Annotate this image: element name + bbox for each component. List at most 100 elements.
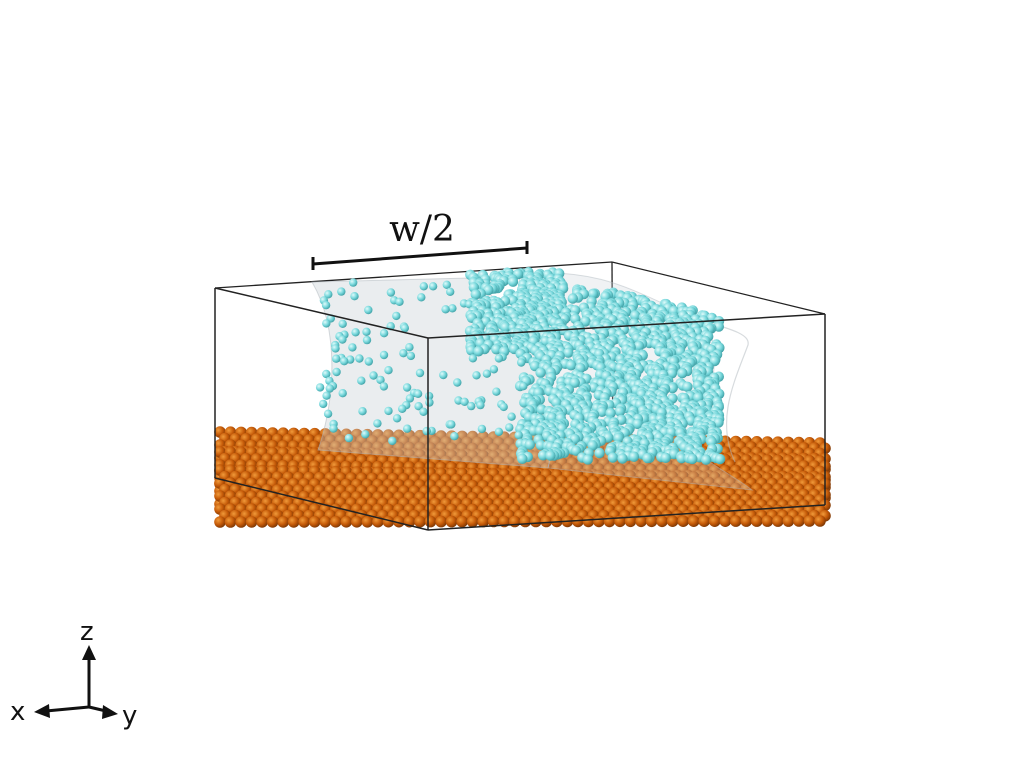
liquid-atom: [332, 354, 341, 363]
substrate-atom: [624, 515, 637, 528]
liquid-atoms: [315, 267, 726, 465]
substrate-atom: [814, 515, 826, 527]
liquid-atom: [338, 335, 347, 344]
substrate-atom: [635, 515, 647, 528]
liquid-atom: [494, 354, 504, 363]
liquid-atom: [325, 384, 334, 393]
liquid-atom: [700, 454, 712, 465]
substrate-atom: [298, 516, 311, 528]
substrate-atom: [382, 515, 395, 528]
liquid-atom: [587, 440, 598, 451]
substrate-atom: [603, 515, 616, 528]
liquid-atom: [535, 367, 546, 378]
substrate-atom: [256, 516, 268, 528]
liquid-atom: [414, 402, 423, 411]
liquid-atom: [405, 343, 414, 352]
liquid-atom: [499, 402, 508, 412]
liquid-atom: [386, 288, 396, 297]
liquid-atom: [419, 282, 428, 291]
liquid-atom: [494, 427, 504, 436]
liquid-atom: [428, 282, 438, 291]
liquid-atom: [687, 453, 698, 465]
liquid-atom: [424, 391, 434, 401]
liquid-atom: [467, 401, 476, 411]
x-arrow-head: [34, 704, 50, 718]
substrate-atom: [708, 515, 721, 527]
liquid-atom: [340, 357, 349, 366]
liquid-atom: [517, 358, 526, 367]
liquid-atom: [362, 335, 372, 345]
liquid-atom: [319, 399, 328, 409]
substrate-atom: [456, 515, 468, 528]
liquid-atom: [338, 389, 347, 398]
liquid-atom: [450, 432, 459, 441]
liquid-atom: [402, 383, 412, 392]
substrate-atom: [698, 515, 710, 527]
liquid-atom: [351, 328, 360, 337]
liquid-atom: [594, 447, 605, 459]
liquid-atom: [350, 292, 359, 301]
liquid-atom: [514, 431, 523, 440]
liquid-atom: [582, 454, 593, 465]
liquid-atom: [489, 365, 499, 374]
box-front-edges: [214, 287, 826, 531]
liquid-atom: [632, 418, 643, 430]
liquid-atom: [605, 407, 616, 419]
liquid-atom: [545, 450, 556, 461]
substrate-atom: [361, 516, 374, 528]
substrate-atom: [793, 515, 805, 527]
substrate-atom: [751, 515, 763, 527]
liquid-atom: [388, 436, 397, 446]
liquid-atom: [524, 439, 535, 450]
liquid-atom: [324, 290, 333, 299]
liquid-atom: [482, 369, 492, 378]
liquid-atom: [468, 354, 478, 363]
liquid-atom: [376, 375, 385, 385]
liquid-atom: [505, 423, 514, 432]
substrate-atom: [772, 515, 784, 527]
substrate-atom: [593, 515, 605, 528]
liquid-atom: [405, 394, 415, 403]
liquid-atom: [569, 377, 580, 388]
substrate-atom: [214, 516, 226, 528]
liquid-atom: [337, 287, 346, 296]
axes-indicator: [34, 645, 118, 719]
substrate-atom: [572, 515, 584, 528]
liquid-atom: [357, 376, 366, 385]
liquid-atom: [338, 319, 347, 328]
liquid-atom: [417, 293, 426, 302]
liquid-atom: [507, 276, 519, 287]
liquid-atom: [392, 414, 402, 423]
substrate-atom: [445, 515, 458, 528]
liquid-atom: [379, 350, 389, 360]
liquid-atom: [633, 340, 645, 352]
liquid-atom: [570, 445, 582, 456]
z-arrow-head: [82, 645, 96, 660]
liquid-atom: [322, 369, 331, 379]
substrate-atom: [340, 516, 353, 528]
substrate-atom: [687, 515, 700, 527]
liquid-atom: [413, 389, 423, 398]
substrate-atom: [803, 515, 816, 527]
liquid-atom: [519, 382, 528, 391]
liquid-atom: [395, 297, 404, 306]
liquid-atom: [596, 406, 608, 417]
liquid-atom: [323, 409, 333, 418]
substrate-atom: [740, 515, 753, 527]
liquid-atom: [470, 289, 481, 300]
y-axis-label: y: [122, 701, 137, 731]
substrate-atom: [287, 516, 300, 528]
liquid-atom: [331, 344, 340, 353]
liquid-atom: [682, 381, 693, 392]
liquid-atom: [565, 360, 577, 371]
liquid-atom: [384, 406, 393, 416]
liquid-atom: [442, 280, 451, 289]
substrate-atom: [319, 516, 332, 528]
y-arrow-head: [102, 705, 118, 719]
substrate-atom: [224, 516, 237, 528]
substrate-atom: [645, 515, 658, 528]
liquid-atom: [667, 382, 678, 394]
liquid-atom: [477, 424, 487, 434]
liquid-atom: [614, 406, 626, 417]
liquid-atom: [422, 426, 431, 436]
